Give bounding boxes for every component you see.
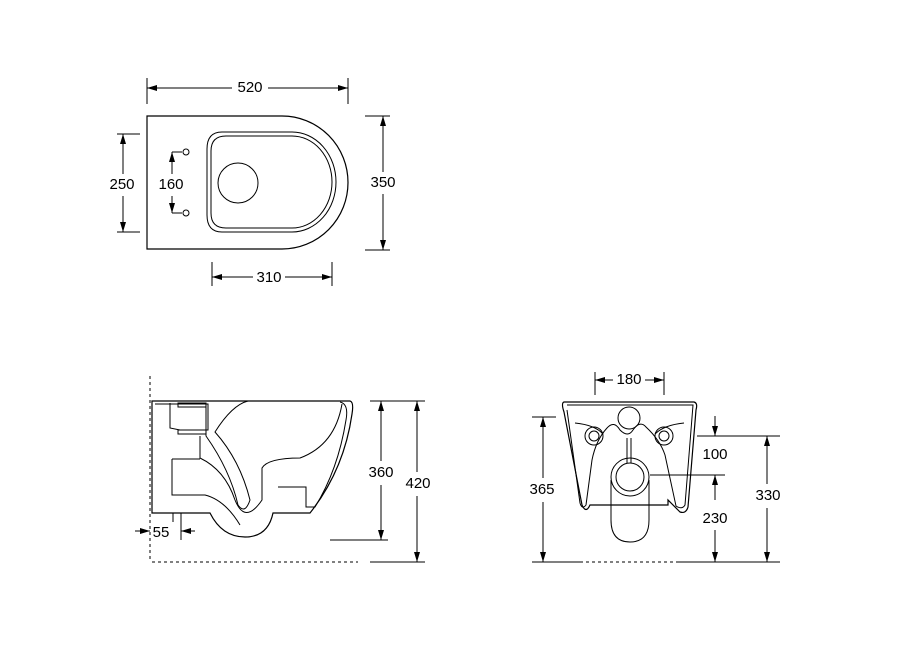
dimension-310: 310 [211, 262, 333, 286]
svg-text:520: 520 [237, 79, 262, 96]
top-outline [146, 115, 349, 250]
dimension-350: 350 [365, 115, 396, 251]
dimension-520: 520 [146, 78, 349, 104]
seat-hole [182, 148, 190, 156]
dimension-55: 55 [135, 515, 195, 541]
dimension-360: 360 [330, 400, 394, 541]
dimension-230: 230 [702, 510, 728, 562]
svg-text:250: 250 [109, 176, 134, 193]
dimension-250: 250 [109, 133, 140, 233]
dimension-330: 330 [755, 436, 781, 562]
seat-hole [182, 209, 190, 217]
side-view: 360 420 55 [135, 376, 431, 563]
svg-text:330: 330 [755, 487, 780, 504]
svg-text:180: 180 [616, 371, 641, 388]
top-view: 520 250 160 350 310 [109, 78, 396, 286]
front-view: 180 365 100 230 330 [529, 371, 781, 563]
svg-text:420: 420 [405, 475, 430, 492]
svg-text:230: 230 [702, 510, 727, 527]
fixing-hole [654, 426, 674, 446]
dimension-180: 180 [594, 371, 665, 395]
svg-text:365: 365 [529, 481, 554, 498]
svg-text:55: 55 [153, 524, 170, 541]
fixing-hole [584, 426, 604, 446]
svg-text:310: 310 [256, 269, 281, 286]
outlet-circle [610, 457, 650, 497]
inlet-circle [617, 406, 641, 430]
drain-circle [217, 162, 259, 204]
bowl-opening [206, 131, 337, 233]
dimension-420: 420 [370, 400, 431, 563]
svg-text:160: 160 [158, 176, 183, 193]
front-outline [561, 401, 698, 514]
dimension-160: 160 [158, 151, 184, 214]
svg-text:350: 350 [370, 174, 395, 191]
side-outline [151, 400, 354, 538]
dimension-365: 365 [529, 416, 556, 562]
svg-text:100: 100 [702, 446, 727, 463]
svg-text:360: 360 [368, 464, 393, 481]
